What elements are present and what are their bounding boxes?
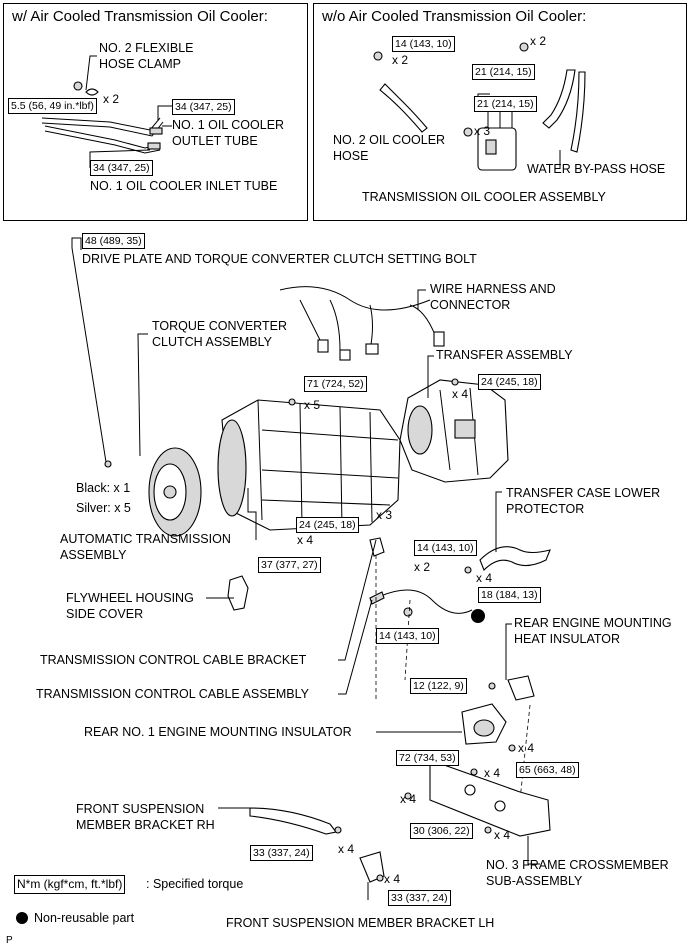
bypass-bolt-torque: 21 (214, 15): [472, 64, 535, 80]
trans-low-torque: 37 (377, 27): [258, 557, 321, 573]
inlet-label: NO. 1 OIL COOLER INLET TUBE: [90, 179, 278, 193]
trans-mid-torque: 24 (245, 18): [296, 517, 359, 533]
oil-cooler-assembly-part: [463, 108, 517, 171]
hose-clamp-label-line2: HOSE CLAMP: [99, 57, 181, 71]
frame-label-line1: NO. 3 FRAME CROSSMEMBER: [486, 858, 669, 872]
corner-mark: P: [6, 935, 13, 946]
fsm-lh-count: x 4: [384, 872, 401, 886]
heat-insulator-torque: 12 (122, 9): [410, 678, 467, 694]
legend-nonreusable-text: Non-reusable part: [34, 911, 135, 925]
panel-without-cooler-title: w/o Air Cooled Transmission Oil Cooler:: [322, 8, 587, 25]
cooler-assembly-label: TRANSMISSION OIL COOLER ASSEMBLY: [362, 190, 606, 204]
frame-count: x 4: [484, 766, 501, 780]
outlet-label-line1: NO. 1 OIL COOLER: [172, 118, 285, 132]
legend-torque-text: : Specified torque: [146, 877, 244, 891]
oil-hose-label-line2: HOSE: [333, 149, 369, 163]
wire-harness-label-line1: WIRE HARNESS AND: [430, 282, 556, 296]
protector-torque: 18 (184, 13): [478, 587, 541, 603]
torque-converter-part: [148, 447, 202, 537]
rem-heat-label-line1: REAR ENGINE MOUNTING: [514, 616, 672, 630]
rem-heat-label-line2: HEAT INSULATOR: [514, 632, 621, 646]
oil-cooler-hose-part: [373, 51, 428, 133]
bypass-bolt-count: x 2: [530, 34, 547, 48]
drive-plate-torque: 48 (489, 35): [82, 233, 145, 249]
heat-insulator-part: [507, 675, 535, 701]
transfer-torque: 24 (245, 18): [478, 374, 541, 390]
wire-harness-label-line2: CONNECTOR: [430, 298, 511, 312]
oil-hose-label-line1: NO. 2 OIL COOLER: [333, 133, 446, 147]
automatic-transmission-part: [217, 399, 401, 531]
transfer-protector-part: [479, 546, 551, 571]
frame-label-line2: SUB-ASSEMBLY: [486, 874, 583, 888]
mount-count: x 4: [518, 741, 535, 755]
frame-torque: 65 (663, 48): [516, 762, 579, 778]
frame-low-torque: 30 (306, 22): [410, 823, 473, 839]
at-label-line1: AUTOMATIC TRANSMISSION: [60, 532, 231, 546]
panel-with-cooler: [3, 3, 308, 221]
cooler-bolt-count: x 3: [474, 124, 491, 138]
panel-with-cooler-title: w/ Air Cooled Transmission Oil Cooler:: [12, 8, 268, 25]
black-count-label: Black: x 1: [76, 481, 131, 495]
silver-count-label: Silver: x 5: [76, 501, 131, 515]
transfer-count: x 4: [452, 387, 469, 401]
control-cable-part: [369, 589, 473, 617]
torque-converter-label-line1: TORQUE CONVERTER: [152, 319, 287, 333]
fsm-bracket-rh-part: [249, 807, 337, 835]
rear-mount-insulator-part: [461, 703, 507, 745]
at-label-line2: ASSEMBLY: [60, 548, 127, 562]
outlet-label-line2: OUTLET TUBE: [172, 134, 258, 148]
cable-torque: 14 (143, 10): [376, 628, 439, 644]
frame-crossmember-part: [429, 759, 551, 837]
nonreusable-marker: [471, 609, 485, 623]
water-bypass-hose-part: [519, 42, 586, 153]
flywheel-cover-part: [227, 575, 249, 611]
clamp-count: x 2: [103, 92, 120, 106]
frame-bolt-count: x 4: [400, 792, 417, 806]
fsm-bracket-lh-part: [359, 851, 385, 883]
drive-plate-label: DRIVE PLATE AND TORQUE CONVERTER CLUTCH …: [82, 252, 477, 266]
bracket-torque: 14 (143, 10): [414, 540, 477, 556]
fsm-rh-label-line2: MEMBER BRACKET RH: [76, 818, 215, 832]
trans-low-count: x 4: [297, 533, 314, 547]
frame-low-count: x 4: [494, 828, 511, 842]
transfer-assembly-part: [399, 379, 509, 483]
trans-upper-count: x 5: [304, 398, 321, 412]
trans-mid-count: x 3: [376, 508, 393, 522]
torque-converter-label-line2: CLUTCH ASSEMBLY: [152, 335, 272, 349]
cooler-bolt-torque: 21 (214, 15): [474, 96, 537, 112]
transfer-protector-label-line2: PROTECTOR: [506, 502, 585, 516]
transfer-assembly-label: TRANSFER ASSEMBLY: [436, 348, 573, 362]
transfer-protector-label-line1: TRANSFER CASE LOWER: [506, 486, 661, 500]
flywheel-label-line2: SIDE COVER: [66, 607, 144, 621]
mount-torque: 72 (734, 53): [396, 750, 459, 766]
fsm-rh-count: x 4: [338, 842, 355, 856]
hose-clamp-part: [73, 81, 99, 96]
legend-nonreusable-dot: [16, 912, 28, 924]
cable-assembly-label: TRANSMISSION CONTROL CABLE ASSEMBLY: [36, 687, 309, 701]
fsm-rh-label-line1: FRONT SUSPENSION: [76, 802, 205, 816]
rear-mount-label: REAR NO. 1 ENGINE MOUNTING INSULATOR: [84, 725, 352, 739]
protector-count: x 4: [476, 571, 493, 585]
cable-bracket-label: TRANSMISSION CONTROL CABLE BRACKET: [40, 653, 307, 667]
panel-without-cooler: [313, 3, 687, 221]
inlet-torque: 34 (347, 25): [90, 160, 153, 176]
fsm-lh-torque: 33 (337, 24): [388, 890, 451, 906]
fsm-rh-torque: 33 (337, 24): [250, 845, 313, 861]
clamp-torque: 5.5 (56, 49 in.*lbf): [8, 98, 97, 114]
hose-clamp-label-line1: NO. 2 FLEXIBLE: [99, 41, 194, 55]
outlet-torque: 34 (347, 25): [172, 99, 235, 115]
legend-torque-unit: N*m (kgf*cm, ft.*lbf): [14, 875, 126, 894]
bypass-label: WATER BY-PASS HOSE: [527, 162, 666, 176]
fsm-lh-label: FRONT SUSPENSION MEMBER BRACKET LH: [226, 916, 495, 930]
wire-harness-part: [279, 286, 445, 361]
flywheel-label-line1: FLYWHEEL HOUSING: [66, 591, 194, 605]
oil-cooler-tubes: [41, 117, 164, 154]
hose-bolt-count: x 2: [392, 53, 409, 67]
trans-upper-torque: 71 (724, 52): [304, 376, 367, 392]
bracket-count: x 2: [414, 560, 431, 574]
hose-bolt-torque: 14 (143, 10): [392, 36, 455, 52]
